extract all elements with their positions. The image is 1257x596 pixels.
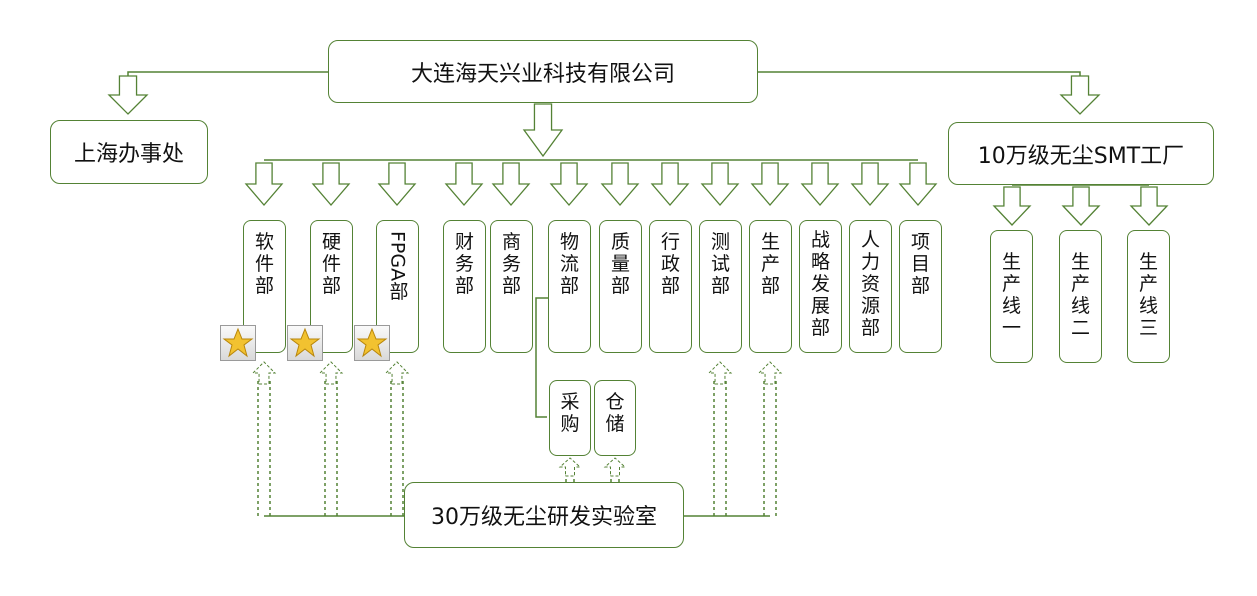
connector-company-shanghai (127, 71, 328, 78)
factory-box: 10万级无尘SMT工厂 (948, 122, 1214, 185)
arrow-to-line-0 (992, 186, 1032, 226)
dept-hr: 人力资源部 (849, 220, 892, 353)
dept-label: 生产部 (760, 231, 780, 297)
dashed-link-r0 (713, 380, 727, 516)
shanghai-office-box: 上海办事处 (50, 120, 208, 184)
dashed-arrow-up-0 (251, 361, 277, 385)
dashed-link-2 (390, 380, 404, 516)
line-label: 生产线三 (1138, 251, 1158, 339)
subdept-label: 采购 (560, 391, 580, 435)
star-icon (287, 325, 323, 361)
arrow-to-line-1 (1061, 186, 1101, 226)
dashed-arrow-up-1 (318, 361, 344, 385)
subdept-warehouse: 仓储 (594, 380, 636, 456)
dept-project: 项目部 (899, 220, 942, 353)
star-icon (354, 325, 390, 361)
arrow-to-department-1 (311, 162, 351, 206)
shanghai-office-label: 上海办事处 (73, 142, 184, 167)
arrow-to-department-12 (898, 162, 938, 206)
dept-label: 软件部 (254, 231, 274, 297)
dashed-arrow-up-r1 (757, 361, 783, 385)
line-label: 生产线一 (1001, 251, 1021, 339)
arrow-to-departments (522, 103, 564, 158)
dept-label: 物流部 (559, 231, 579, 297)
dept-label: 商务部 (501, 231, 521, 297)
arrow-to-department-2 (377, 162, 417, 206)
dept-business: 商务部 (490, 220, 533, 353)
production-line-3: 生产线三 (1127, 230, 1170, 363)
arrow-to-department-10 (800, 162, 840, 206)
production-line-1: 生产线一 (990, 230, 1033, 363)
arrow-to-department-3 (444, 162, 484, 206)
arrow-to-department-8 (700, 162, 740, 206)
dashed-arrow-up-r0 (707, 361, 733, 385)
connector-logistics-purchasing (535, 297, 548, 418)
dept-quality: 质量部 (599, 220, 642, 353)
arrow-to-shanghai (107, 75, 149, 115)
arrow-to-department-0 (244, 162, 284, 206)
company-box: 大连海天兴业科技有限公司 (328, 40, 758, 103)
dashed-link-r1 (763, 380, 777, 516)
dept-label: 行政部 (660, 231, 680, 297)
dept-fpga: FPGA部 (376, 220, 419, 353)
arrow-to-department-6 (600, 162, 640, 206)
arrow-to-factory (1059, 75, 1101, 115)
arrow-to-line-2 (1129, 186, 1169, 226)
dashed-arrow-up-2 (384, 361, 410, 385)
line-label: 生产线二 (1070, 251, 1090, 339)
connector-company-factory (758, 71, 1081, 78)
dept-production: 生产部 (749, 220, 792, 353)
dept-finance: 财务部 (443, 220, 486, 353)
dept-label: 战略发展部 (810, 229, 830, 339)
arrow-to-department-7 (650, 162, 690, 206)
arrow-to-department-4 (491, 162, 531, 206)
dept-label: 测试部 (710, 231, 730, 297)
arrow-to-department-9 (750, 162, 790, 206)
dept-label: 硬件部 (321, 231, 341, 297)
arrow-to-department-5 (549, 162, 589, 206)
star-icon (220, 325, 256, 361)
dept-admin: 行政部 (649, 220, 692, 353)
arrow-to-department-11 (850, 162, 890, 206)
dashed-arrow-sub-1 (603, 457, 627, 477)
dashed-arrow-sub-0 (558, 457, 582, 477)
subdept-purchasing: 采购 (549, 380, 591, 456)
factory-label: 10万级无尘SMT工厂 (977, 143, 1185, 169)
dept-label: 质量部 (610, 231, 630, 297)
lab-box: 30万级无尘研发实验室 (404, 482, 684, 548)
dashed-link-1 (324, 380, 338, 516)
dept-label: FPGA部 (386, 231, 409, 301)
dept-testing: 测试部 (699, 220, 742, 353)
dept-label: 财务部 (454, 231, 474, 297)
dept-strategy: 战略发展部 (799, 220, 842, 353)
company-label: 大连海天兴业科技有限公司 (410, 61, 675, 87)
dashed-link-0 (257, 380, 271, 516)
dept-logistics: 物流部 (548, 220, 591, 353)
dept-label: 人力资源部 (860, 229, 880, 339)
lab-label: 30万级无尘研发实验室 (431, 505, 657, 530)
dept-label: 项目部 (910, 231, 930, 297)
subdept-label: 仓储 (605, 391, 625, 435)
production-line-2: 生产线二 (1059, 230, 1102, 363)
